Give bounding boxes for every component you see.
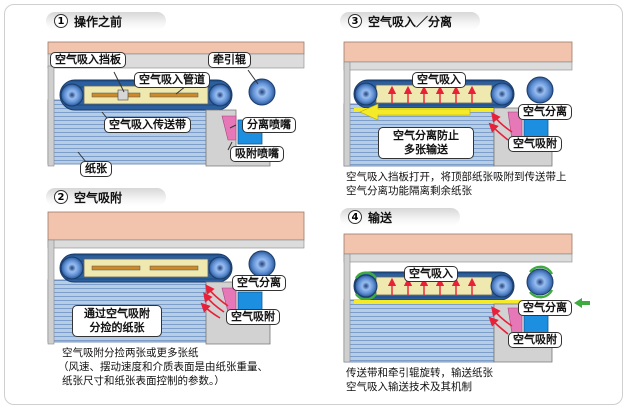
housing-top — [343, 41, 573, 63]
caption-step-4-line-1: 传送带和牵引辊旋转，输送纸张 — [346, 367, 493, 379]
caption-step-4-line-2: 空气吸入输送技术及其机制 — [346, 381, 472, 393]
belt-roller-left — [60, 83, 84, 107]
box-line-2: 多张输送 — [404, 143, 448, 156]
label-pull-roller: 牵引辊 — [208, 52, 251, 68]
housing-top — [343, 233, 573, 255]
step-number: 3 — [348, 14, 362, 28]
pull-roller — [248, 78, 276, 106]
pull-roller — [526, 76, 554, 104]
label-air-suction: 空气吸附 — [226, 309, 280, 325]
step-number: 1 — [54, 14, 68, 28]
step-title: 输送 — [368, 210, 393, 225]
label-air-separation: 空气分离 — [232, 275, 286, 291]
label-duct: 空气吸入管道 — [134, 72, 210, 88]
yellow-flow-arrow — [359, 103, 471, 121]
label-damper: 空气吸入挡板 — [50, 52, 126, 68]
label-suction-nozzle: 吸附喷嘴 — [230, 146, 284, 162]
step-3-header: 3 空气吸入／分离 — [340, 12, 480, 30]
panel-4-artwork — [343, 233, 590, 363]
paper-stack — [343, 299, 495, 363]
separation-info-box: 空气分离防止 多张输送 — [378, 127, 474, 159]
step-number: 2 — [54, 190, 68, 204]
step-title: 操作之前 — [74, 14, 123, 29]
box-line-2: 分捡的纸张 — [89, 321, 145, 334]
step-number: 4 — [348, 210, 362, 224]
step-title: 空气吸入／分离 — [368, 14, 453, 29]
belt-roller-right — [208, 83, 232, 107]
label-air-intake: 空气吸入 — [412, 72, 466, 88]
rotation-arrows — [355, 265, 554, 301]
separation-air-arrows — [200, 284, 229, 319]
label-air-intake: 空气吸入 — [404, 266, 458, 282]
caption-step-2-line-1: 空气吸附分捡两张或更多张纸 — [62, 347, 199, 359]
intake-air-arrows — [387, 85, 477, 104]
step-4-header: 4 输送 — [340, 208, 460, 226]
step-1-header: 1 操作之前 — [46, 12, 166, 30]
label-air-suction: 空气吸附 — [508, 136, 562, 152]
caption-step-3-line-2: 空气分离功能隔离剩余纸张 — [346, 185, 472, 197]
label-paper: 纸张 — [80, 161, 112, 177]
damper — [117, 89, 129, 101]
output-arrow — [574, 298, 590, 308]
caption-step-2-line-3: 纸张尺寸和纸张表面控制的参数。） — [62, 375, 225, 387]
caption-step-3-line-1: 空气吸入挡板打开，将顶部纸张吸附到传送带上 — [346, 171, 567, 183]
left-wall — [47, 65, 55, 167]
label-air-suction: 空气吸附 — [508, 332, 562, 348]
separation-nozzle — [221, 115, 237, 141]
caption-step-2-line-2: （风速、摆动速度和介质表面是由纸张重量、 — [58, 361, 268, 373]
label-separation-nozzle: 分离喷嘴 — [242, 117, 296, 133]
sorted-paper-box: 通过空气吸附 分捡的纸张 — [72, 305, 162, 337]
pull-roller — [248, 250, 276, 278]
label-air-separation: 空气分离 — [518, 300, 572, 316]
housing-top — [47, 211, 305, 241]
box-line-1: 空气分离防止 — [393, 129, 459, 142]
step-2-header: 2 空气吸附 — [46, 188, 166, 206]
label-air-separation: 空气分离 — [518, 104, 572, 120]
fed-sheet — [354, 300, 534, 304]
step-title: 空气吸附 — [74, 190, 123, 205]
pull-roller — [526, 268, 554, 296]
label-belt: 空气吸入传送带 — [104, 117, 191, 133]
box-line-1: 通过空气吸附 — [84, 307, 150, 320]
